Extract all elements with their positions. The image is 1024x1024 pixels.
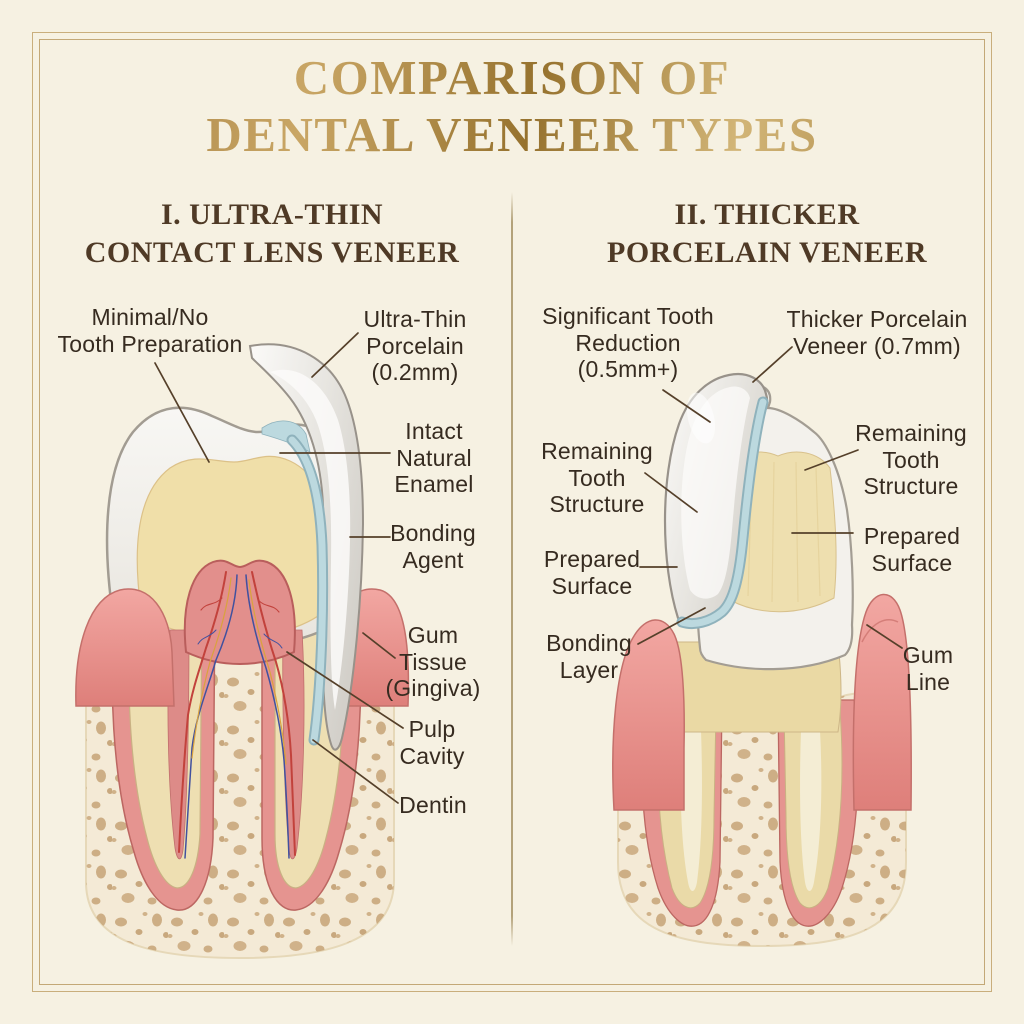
right-gum-right <box>852 593 912 811</box>
leader-pulp-cavity <box>286 651 404 729</box>
right-gum-left <box>612 619 685 811</box>
leader-remaining-left <box>644 472 698 513</box>
leader-minimal-prep <box>154 362 210 463</box>
leader-thicker-veneer <box>752 346 793 383</box>
right-tooth-illustration <box>612 372 912 948</box>
right-section-heading: II. THICKER PORCELAIN VENEER <box>535 196 999 271</box>
label-ultra-thin-porcelain: Ultra-Thin Porcelain (0.2mm) <box>363 306 467 386</box>
label-remaining-tooth-structure-right: Remaining Tooth Structure <box>855 420 967 500</box>
label-dentin: Dentin <box>399 792 467 818</box>
label-bonding-layer: Bonding Layer <box>546 630 632 683</box>
left-tooth-illustration <box>75 343 410 960</box>
label-bonding-agent: Bonding Agent <box>390 520 476 573</box>
leader-lines <box>154 332 903 804</box>
left-root-canal-2 <box>282 629 305 860</box>
left-bonding-agent-strip <box>288 436 327 744</box>
label-gum-tissue-gingiva: Gum Tissue (Gingiva) <box>385 622 481 702</box>
right-veneer-gloss <box>686 392 716 444</box>
column-divider-line <box>511 192 513 946</box>
leader-gum-tissue <box>362 632 396 659</box>
label-significant-tooth-reduction: Significant Tooth Reduction (0.5mm+) <box>542 303 714 383</box>
label-remaining-tooth-structure-left: Remaining Tooth Structure <box>541 438 653 518</box>
leader-gum-line <box>866 624 903 649</box>
label-prepared-surface-right: Prepared Surface <box>863 523 961 576</box>
leader-dentin <box>312 739 399 804</box>
left-heading-line1: I. ULTRA-THIN <box>160 198 384 231</box>
label-gum-line: Gum Line <box>902 642 954 695</box>
right-gum-crease <box>861 619 899 643</box>
leader-bonding-layer <box>637 607 706 645</box>
right-root-canal-1 <box>680 730 702 891</box>
right-heading-line2: PORCELAIN VENEER <box>607 235 927 269</box>
label-thicker-porcelain-veneer: Thicker Porcelain Veneer (0.7mm) <box>786 306 968 359</box>
label-prepared-surface-left: Prepared Surface <box>543 546 641 599</box>
right-root-canal-2 <box>800 730 822 891</box>
label-intact-natural-enamel: Intact Natural Enamel <box>394 418 474 498</box>
leader-ultra-thin-porcelain <box>311 332 359 378</box>
left-pulp-chamber <box>183 559 296 665</box>
left-pulp-vessels <box>178 571 296 859</box>
left-section-heading: I. ULTRA-THIN CONTACT LENS VENEER <box>40 196 504 271</box>
right-bonding-layer-strip <box>678 398 767 628</box>
left-veneer-highlight <box>270 369 351 710</box>
right-heading-line1: II. THICKER <box>674 198 860 231</box>
left-heading-line2: CONTACT LENS VENEER <box>84 235 460 269</box>
leader-tooth-reduction <box>662 389 711 423</box>
label-pulp-cavity: Pulp Cavity <box>399 716 465 769</box>
left-gum-left <box>75 588 175 707</box>
label-minimal-tooth-preparation: Minimal/No Tooth Preparation <box>57 304 243 357</box>
leader-remaining-right <box>804 449 859 471</box>
